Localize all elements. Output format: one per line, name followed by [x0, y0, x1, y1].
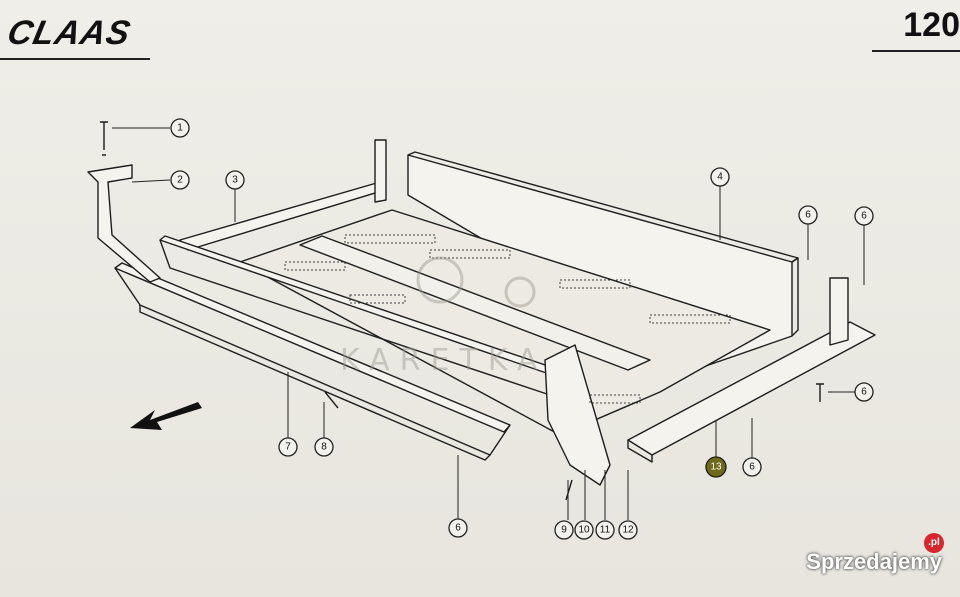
site-logo-dot: .pl — [924, 533, 944, 553]
svg-text:7: 7 — [285, 442, 291, 453]
rear-left-post — [374, 139, 387, 203]
site-badge[interactable]: Sprzedajemy — [806, 549, 942, 574]
svg-text:8: 8 — [321, 442, 327, 453]
callout-7: 7 — [278, 437, 298, 457]
svg-text:9: 9 — [561, 525, 567, 536]
callout-6e: 6 — [742, 457, 762, 477]
right-bracket-post — [829, 277, 849, 346]
callout-4: 4 — [710, 167, 730, 187]
bolt-9 — [565, 479, 573, 501]
callout-10: 10 — [574, 520, 594, 540]
svg-text:6: 6 — [805, 210, 811, 221]
callout-12: 12 — [618, 520, 638, 540]
svg-text:12: 12 — [622, 525, 634, 536]
callout-9: 9 — [554, 520, 574, 540]
svg-text:6: 6 — [455, 523, 461, 534]
svg-text:6: 6 — [861, 211, 867, 222]
page-number-underline — [872, 50, 960, 52]
svg-text:11: 11 — [600, 525, 611, 536]
callout-2: 2 — [170, 170, 190, 190]
logo-underline — [0, 58, 150, 60]
bolt-8 — [324, 391, 339, 409]
svg-text:6: 6 — [861, 387, 867, 398]
watermark-text: KARETKA — [340, 343, 547, 378]
bolt-1 — [100, 121, 108, 156]
callout-6c: 6 — [448, 518, 468, 538]
svg-text:13: 13 — [710, 462, 722, 473]
callout-6b: 6 — [854, 206, 874, 226]
page-number: 120 — [903, 6, 960, 44]
callout-6f: 6 — [861, 387, 867, 398]
callout-8: 8 — [314, 437, 334, 457]
svg-text:6: 6 — [749, 462, 755, 473]
callout-3: 3 — [225, 170, 245, 190]
svg-text:4: 4 — [717, 172, 723, 183]
svg-text:1: 1 — [177, 123, 183, 134]
center-divider — [299, 235, 651, 371]
callout-6a: 6 — [798, 205, 818, 225]
tray-perforations — [284, 234, 731, 404]
svg-text:10: 10 — [578, 525, 590, 536]
callout-11: 11 — [595, 520, 615, 540]
leader-lines — [112, 127, 865, 520]
right-side-rail — [627, 321, 876, 456]
left-bracket — [87, 164, 161, 283]
callout-13: 13 — [705, 456, 727, 478]
bolt-6 — [816, 383, 824, 402]
callout-6d: 6 — [854, 382, 874, 402]
callout-1: 1 — [170, 118, 190, 138]
svg-text:3: 3 — [232, 175, 238, 186]
center-bracket — [544, 344, 611, 486]
watermark: KARETKA — [340, 256, 547, 378]
direction-arrow — [130, 402, 202, 430]
svg-text:2: 2 — [177, 175, 183, 186]
